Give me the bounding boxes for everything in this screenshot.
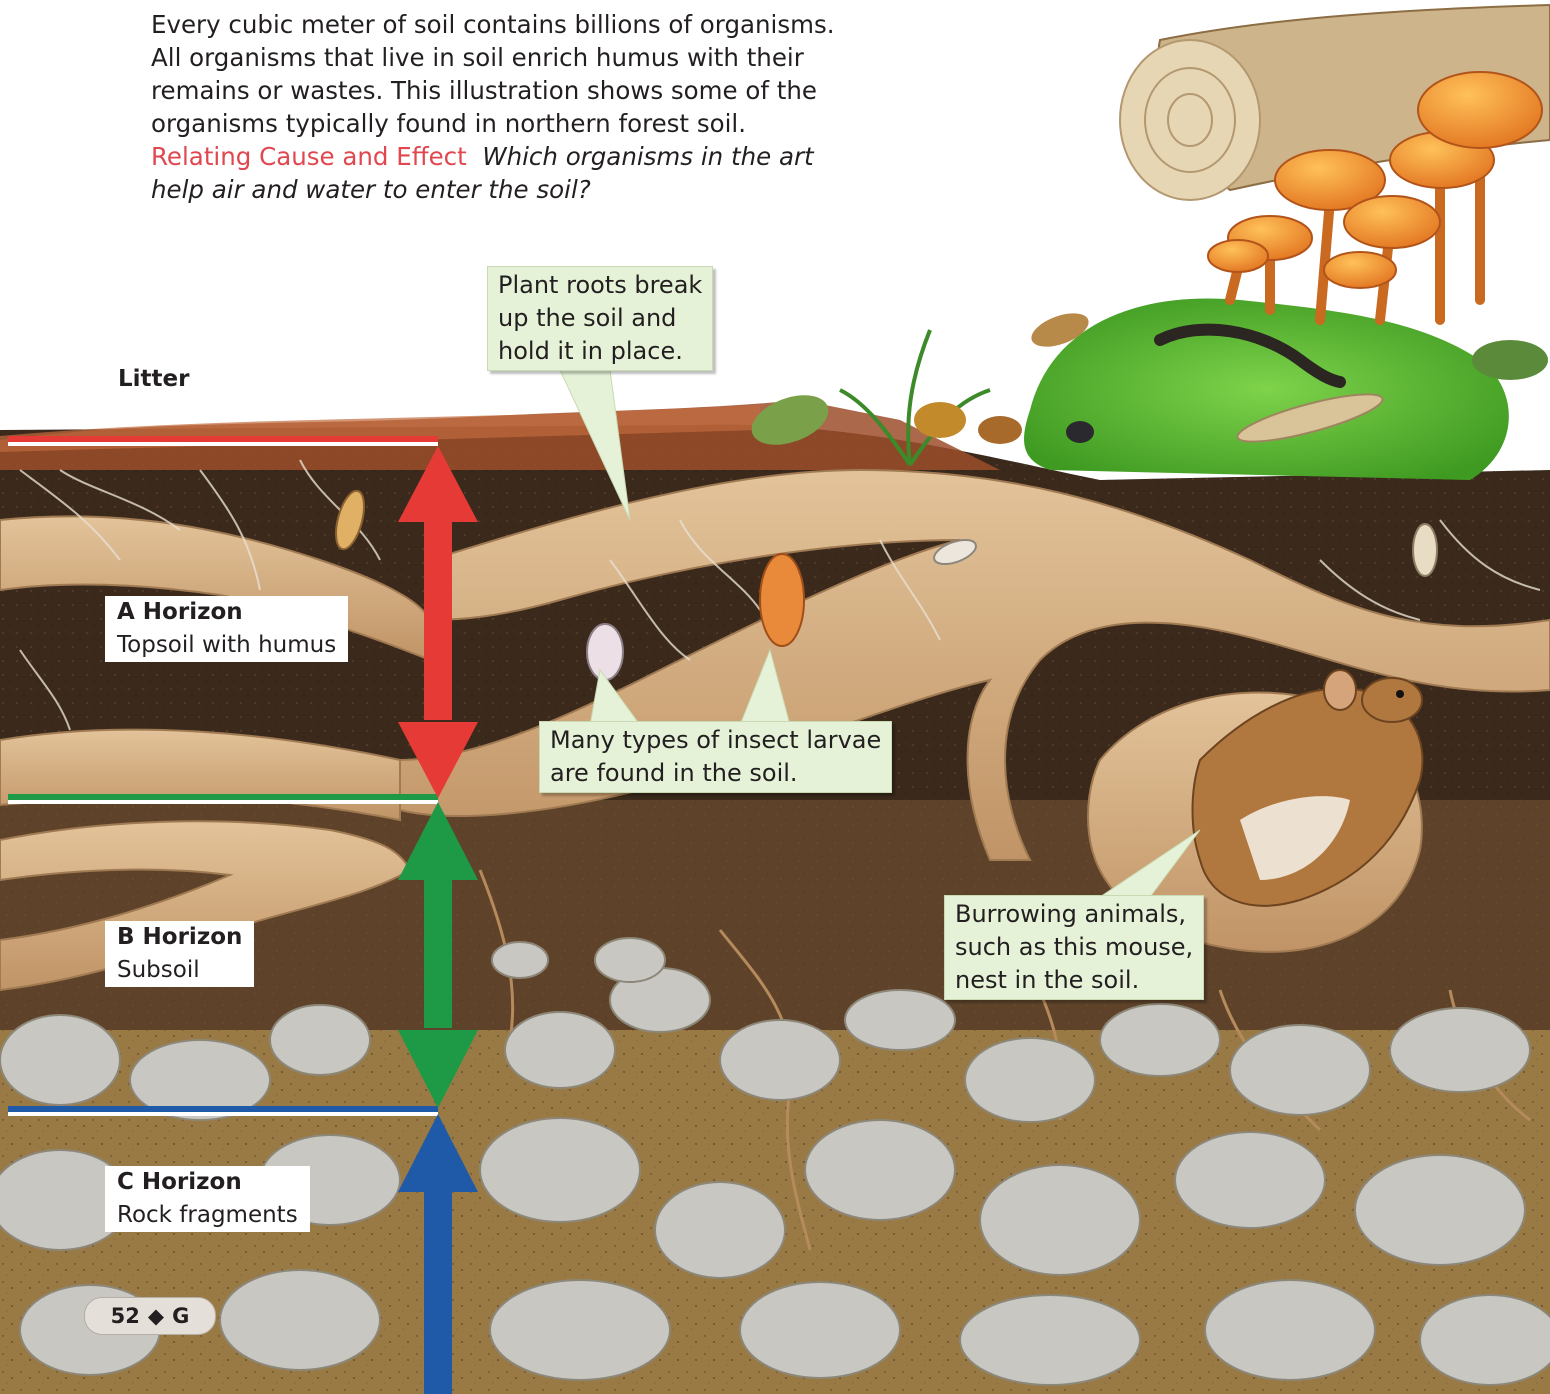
beetle-icon	[1066, 421, 1094, 443]
a-horizon-label: A Horizon Topsoil with humus	[105, 596, 348, 662]
c-horizon-label: C Horizon Rock fragments	[105, 1166, 310, 1232]
callout-line: nest in the soil.	[955, 964, 1193, 997]
relating-cause-effect-heading: Relating Cause and Effect	[151, 142, 467, 171]
c-horizon-title: C Horizon	[117, 1166, 298, 1199]
litter-label: Litter	[118, 366, 189, 392]
callout-line: are found in the soil.	[550, 757, 881, 790]
a-horizon-title: A Horizon	[117, 596, 336, 629]
moss-patch	[1024, 298, 1509, 480]
b-horizon-subtitle: Subsoil	[117, 954, 242, 987]
callout-line: such as this mouse,	[955, 931, 1193, 964]
question-line-2: help air and water to enter the soil?	[151, 175, 591, 204]
a-horizon-subtitle: Topsoil with humus	[117, 629, 336, 662]
page-number-badge: 52 ◆ G	[84, 1297, 216, 1335]
page-number: 52	[111, 1304, 140, 1328]
diamond-icon: ◆	[148, 1304, 164, 1328]
intro-line-3: remains or wastes. This illustration sho…	[151, 76, 817, 105]
b-horizon-title: B Horizon	[117, 921, 242, 954]
callout-line: Plant roots break	[498, 269, 702, 302]
c-horizon-subtitle: Rock fragments	[117, 1199, 298, 1232]
callout-line: hold it in place.	[498, 335, 702, 368]
plant-roots-callout: Plant roots break up the soil and hold i…	[487, 266, 713, 371]
question-line-1: Which organisms in the art	[482, 142, 813, 171]
burrowing-animals-callout: Burrowing animals, such as this mouse, n…	[944, 895, 1204, 1000]
callout-line: Many types of insect larvae	[550, 724, 881, 757]
callout-line: Burrowing animals,	[955, 898, 1193, 931]
intro-line-1: Every cubic meter of soil contains billi…	[151, 10, 835, 39]
intro-line-4: organisms typically found in northern fo…	[151, 109, 746, 138]
insect-larvae-callout: Many types of insect larvae are found in…	[539, 721, 892, 793]
callout-line: up the soil and	[498, 302, 702, 335]
intro-line-2: All organisms that live in soil enrich h…	[151, 43, 804, 72]
intro-paragraph: Every cubic meter of soil contains billi…	[151, 8, 871, 206]
section-letter: G	[172, 1304, 189, 1328]
b-horizon-label: B Horizon Subsoil	[105, 921, 254, 987]
